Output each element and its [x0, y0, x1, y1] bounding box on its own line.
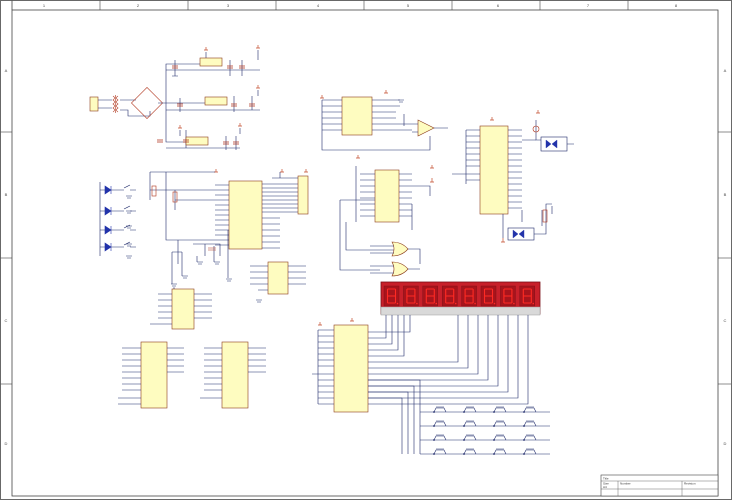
keypad-switch	[433, 406, 447, 413]
voltage-regulators	[185, 57, 228, 146]
row-label-d-right: D	[724, 441, 727, 446]
display-digit	[383, 285, 400, 307]
keypad-switch	[523, 448, 537, 455]
display-digit	[422, 285, 438, 307]
title-block-size-value: A4	[603, 485, 607, 489]
pin-header	[272, 172, 309, 215]
display-digit	[461, 285, 477, 307]
keypad-switch	[523, 406, 537, 413]
keypad-switch	[523, 434, 537, 441]
row-label-d: D	[5, 441, 8, 446]
comparator	[403, 114, 448, 137]
filter-capacitors	[157, 65, 255, 145]
display-digit	[519, 285, 535, 307]
keypad-switch	[433, 448, 447, 455]
keypad-switch	[523, 420, 537, 427]
row-label-c: C	[5, 318, 8, 323]
column-label-4: 4	[317, 3, 320, 8]
reset-crystal-network	[149, 171, 229, 284]
display-digit	[480, 285, 497, 307]
keypad-switch	[433, 434, 447, 441]
memory-ic-3	[200, 341, 266, 409]
column-zone-markers	[99, 0, 629, 10]
title-block: Title Size A4 Number Revision	[600, 474, 719, 497]
optocoupler-bottom	[507, 203, 553, 241]
column-label-8: 8	[675, 3, 678, 8]
title-block-size-label: Size	[603, 482, 609, 486]
memory-ic-2	[118, 341, 184, 409]
title-block-title-label: Title	[603, 477, 609, 481]
logic-ic-center	[339, 166, 431, 271]
seven-segment-display	[380, 281, 541, 316]
keypad-switch	[493, 434, 507, 441]
display-digit	[500, 285, 516, 307]
power-supply-circuit	[89, 50, 260, 150]
optocoupler-top	[532, 120, 574, 152]
keypad-switch	[463, 448, 477, 455]
keypad-switch	[463, 406, 477, 413]
column-label-1: 1	[43, 3, 46, 8]
display-digit	[442, 285, 458, 307]
io-expander-ic	[312, 324, 369, 413]
memory-ic-1	[150, 288, 212, 330]
mcu-main	[215, 180, 298, 250]
row-label-a: A	[5, 68, 8, 73]
row-zone-markers	[0, 131, 731, 385]
row-label-b-right: B	[724, 192, 727, 197]
driver-ic-top	[321, 96, 431, 151]
display-digit	[403, 285, 419, 307]
title-block-number-label: Number	[620, 482, 631, 486]
logic-ic-small	[250, 261, 306, 295]
column-label-7: 7	[587, 3, 590, 8]
keypad-switch	[493, 420, 507, 427]
row-label-a-right: A	[724, 68, 727, 73]
power-ports	[178, 45, 540, 326]
keypad-switch	[463, 420, 477, 427]
keypad-switch	[433, 420, 447, 427]
keypad-matrix	[368, 379, 550, 455]
mcu-right	[452, 125, 536, 238]
keypad-switch	[493, 448, 507, 455]
row-label-b: B	[5, 192, 8, 197]
display-bus	[368, 315, 529, 405]
column-label-6: 6	[497, 3, 500, 8]
column-label-2: 2	[137, 3, 140, 8]
keypad-switch	[493, 406, 507, 413]
column-label-3: 3	[227, 3, 230, 8]
keypad-switch	[463, 434, 477, 441]
logic-gates	[370, 241, 421, 277]
column-label-5: 5	[407, 3, 410, 8]
title-block-revision-label: Revision	[684, 482, 696, 486]
led-indicators	[99, 182, 136, 256]
row-label-c-right: C	[724, 318, 727, 323]
